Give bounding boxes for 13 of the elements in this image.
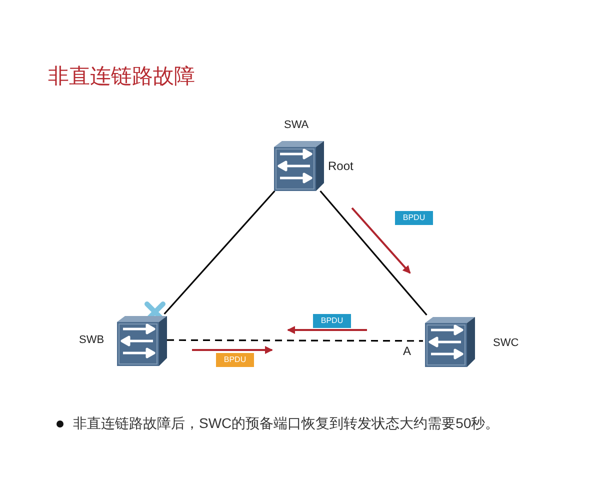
switch-label: SWC [493,337,519,349]
link-line [320,190,428,316]
bpdu-tag: BPDU [395,211,433,225]
port-label: A [403,344,412,358]
bpdu-tag: BPDU [216,353,254,367]
switch-label: SWB [79,334,104,346]
bpdu-tag: BPDU [313,314,351,328]
switch-label: SWA [284,119,309,131]
dashed-link [167,339,423,342]
link-line [164,190,276,315]
title: 非直连链路故障 [48,64,195,90]
bullet-text: 非直连链路故障后，SWC的预备端口恢复到转发状态大约需要50秒。 [73,415,500,433]
root-label: Root [328,159,354,173]
